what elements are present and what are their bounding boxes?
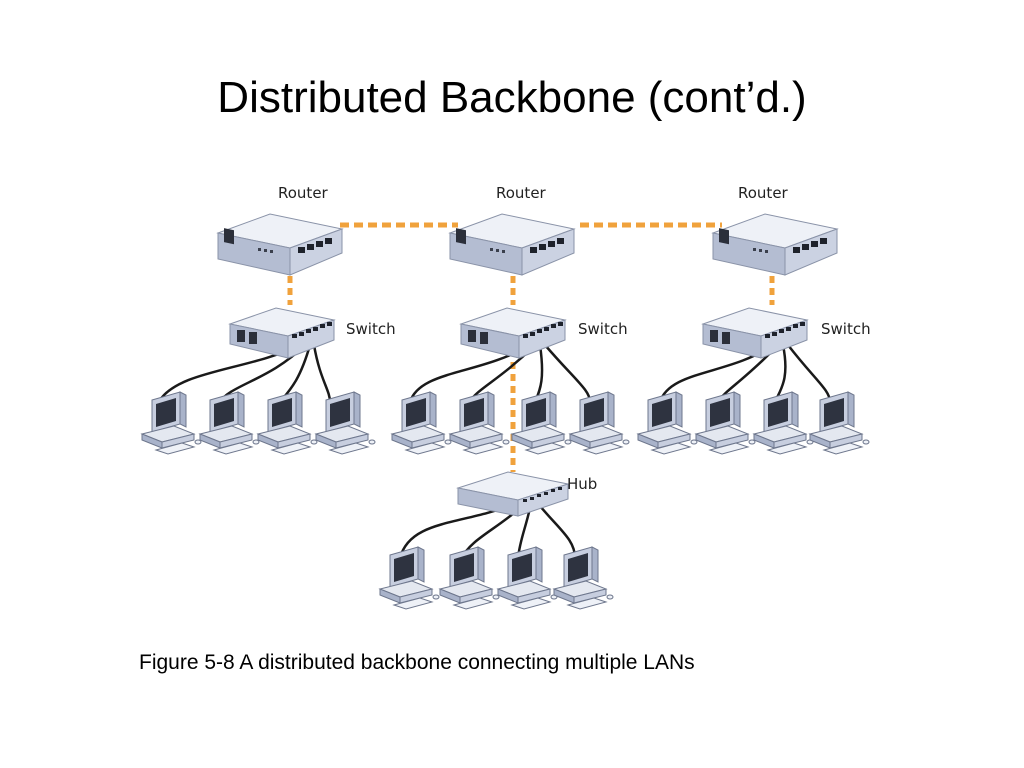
backbone-links bbox=[287, 222, 775, 472]
figure-caption: Figure 5-8 A distributed backbone connec… bbox=[139, 651, 695, 674]
computer-icon bbox=[391, 391, 452, 455]
lan-1-workstations bbox=[141, 391, 376, 455]
switch-label: Switch bbox=[821, 320, 871, 338]
router-label: Router bbox=[496, 184, 547, 202]
switch-label: Switch bbox=[346, 320, 396, 338]
computer-icon bbox=[199, 391, 260, 455]
computer-icon bbox=[809, 391, 870, 455]
computer-icon bbox=[315, 391, 376, 455]
switch-3: Switch bbox=[702, 307, 871, 359]
computer-icon bbox=[553, 546, 614, 610]
computer-icon bbox=[379, 546, 440, 610]
computer-icon bbox=[511, 391, 572, 455]
computer-icon bbox=[449, 391, 510, 455]
router-3: Router bbox=[712, 184, 838, 276]
hub-lan-workstations bbox=[379, 546, 614, 610]
computer-icon bbox=[141, 391, 202, 455]
router-label: Router bbox=[738, 184, 789, 202]
computer-icon bbox=[257, 391, 318, 455]
computer-icon bbox=[695, 391, 756, 455]
computer-icon bbox=[497, 546, 558, 610]
hub: Hub bbox=[457, 471, 597, 517]
hub-label: Hub bbox=[567, 475, 597, 493]
switch-2: Switch bbox=[460, 307, 628, 359]
router-1: Router bbox=[217, 184, 343, 276]
router-2: Router bbox=[449, 184, 575, 276]
computer-icon bbox=[637, 391, 698, 455]
computer-icon bbox=[569, 391, 630, 455]
switch-label: Switch bbox=[578, 320, 628, 338]
slide-title: Distributed Backbone (cont’d.) bbox=[217, 73, 807, 122]
router-label: Router bbox=[278, 184, 329, 202]
switch-1: Switch bbox=[229, 307, 396, 359]
lan-3-workstations bbox=[637, 391, 870, 455]
computer-icon bbox=[753, 391, 814, 455]
computer-icon bbox=[439, 546, 500, 610]
